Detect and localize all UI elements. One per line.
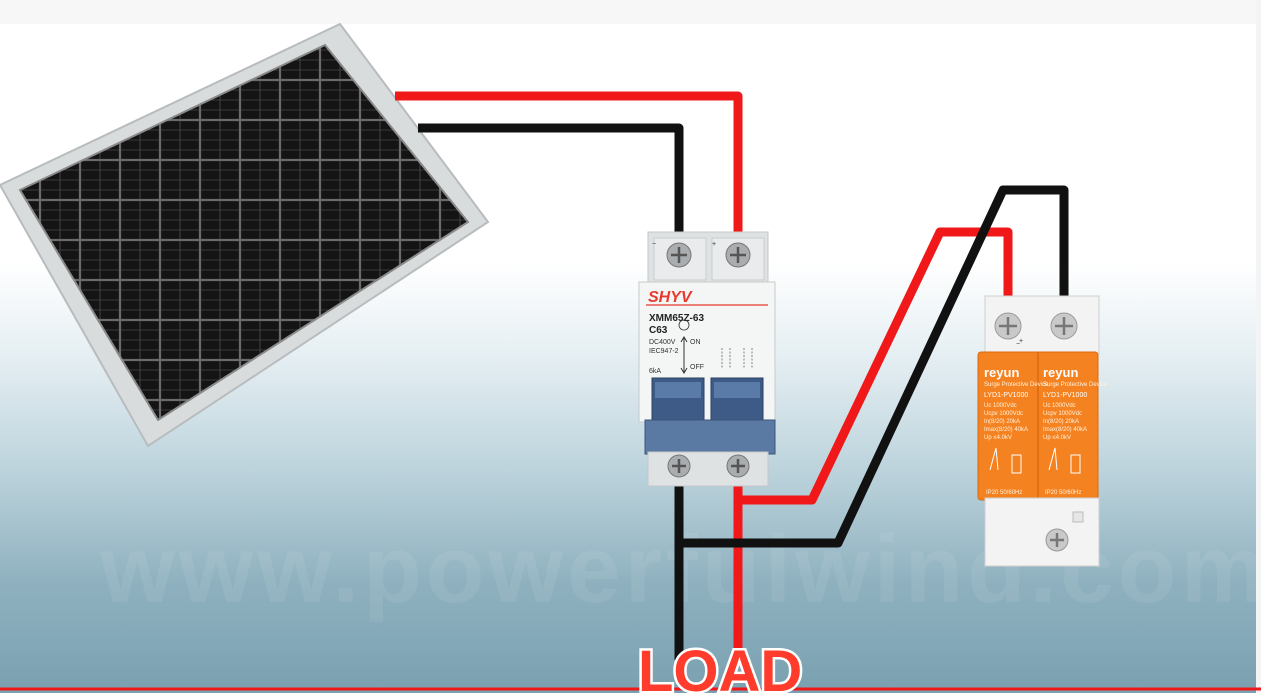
spd-specs-left: Uc 1000Vdc Ucpv 1000Vdc In(8/20) 20kA Im… [984, 403, 1028, 441]
spd-spec-line: In(8/20) 20kA [984, 419, 1020, 425]
breaker-model: XMM65Z-63 [649, 313, 704, 324]
breaker-voltage: DC400V [649, 339, 676, 346]
spd-neg-terminal-mark: − [1016, 341, 1020, 348]
spd-symbol-right-icon [1048, 447, 1058, 471]
right-edge [1256, 0, 1261, 693]
spd-positive-wire [738, 227, 1013, 505]
spd-subtitle-left: Surge Protective Device [984, 382, 1049, 388]
breaker-on-label: ON [690, 339, 701, 346]
load-label: LOAD [638, 639, 802, 693]
spd-footer-right: IP20 50/60Hz [1045, 490, 1081, 496]
spd-spec-line: Uc 1000Vdc [984, 403, 1017, 409]
spd-symbol-left-icon [989, 447, 999, 471]
spd-spec-line: Imax(8/20) 40kA [1043, 427, 1087, 433]
spd-subtitle-right: Surge Protective Device [1043, 382, 1108, 388]
spd-spec-line: Uc 1000Vdc [1043, 403, 1076, 409]
breaker-rating: C63 [649, 325, 668, 336]
breaker-brand: SHYV [648, 289, 693, 306]
breaker-off-label: OFF [690, 364, 704, 371]
spd-specs-right: Uc 1000Vdc Ucpv 1000Vdc In(8/20) 20kA Im… [1043, 403, 1087, 441]
solar-panel [0, 22, 490, 448]
spd-spec-line: Imax(8/20) 40kA [984, 427, 1028, 433]
spd-model-right: LYD1-PV1000 [1043, 392, 1087, 399]
breaker-capacity: 6kA [649, 368, 661, 375]
breaker-neg-terminal-mark: − [652, 241, 656, 248]
spd-brand-right: reyun [1043, 365, 1078, 380]
breaker-pos-terminal-mark: + [712, 241, 716, 248]
top-bar [0, 0, 1261, 24]
circuit-breaker: − + SHYV XMM65Z-63 C63 DC400V IEC947-2 6… [638, 231, 776, 487]
spd-spec-line: In(8/20) 20kA [1043, 419, 1079, 425]
ccc-mark-icon [678, 319, 690, 331]
spd-spec-line: Ucpv 1000Vdc [1043, 411, 1082, 417]
spd-spec-line: Ucpv 1000Vdc [984, 411, 1023, 417]
panel-negative-wire [418, 123, 684, 240]
spd-negative-wire [679, 185, 1069, 548]
surge-protective-device: − + reyun reyun Surge Protective Device … [977, 295, 1108, 567]
breaker-handle-bar [644, 419, 776, 455]
spd-spec-line: Up ≤4.0kV [984, 435, 1012, 441]
spd-spec-line: Up ≤4.0kV [1043, 435, 1071, 441]
spd-footer-left: IP20 50/60Hz [986, 490, 1022, 496]
spd-pos-terminal-mark: + [1019, 338, 1023, 345]
spd-model-left: LYD1-PV1000 [984, 392, 1028, 399]
spd-brand-left: reyun [984, 365, 1019, 380]
panel-positive-wire [395, 91, 743, 240]
breaker-standard: IEC947-2 [649, 348, 679, 355]
